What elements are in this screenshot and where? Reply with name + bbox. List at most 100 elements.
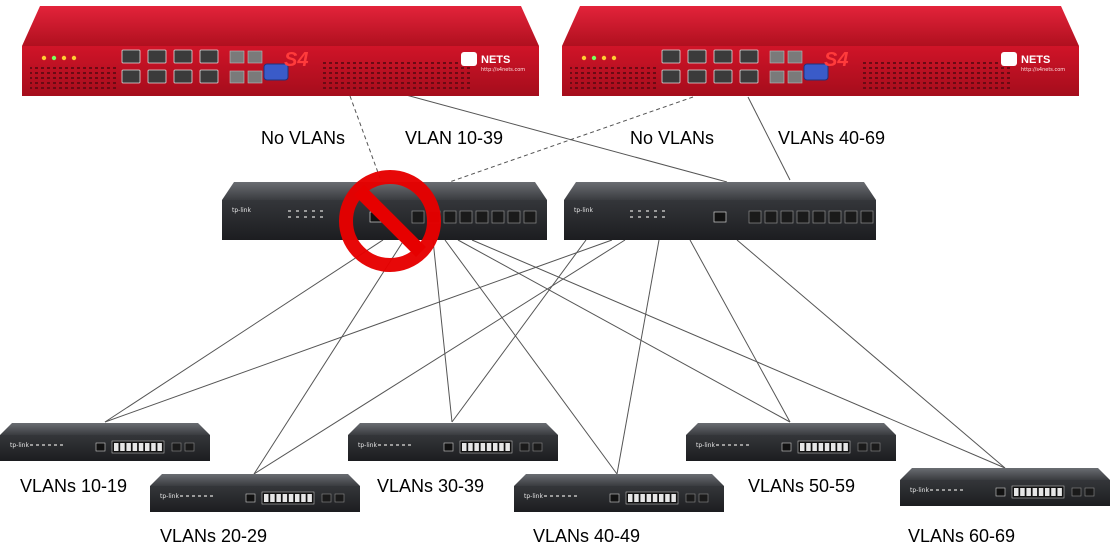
link-core-right-sw-20-29 [253, 239, 626, 475]
switch-brand: tp-link [910, 487, 929, 494]
sfp-port [812, 210, 826, 224]
sfp-port [229, 50, 245, 64]
brand-logo-mark [461, 52, 477, 66]
switch-brand: tp-link [10, 442, 29, 449]
ethernet-port [739, 69, 759, 84]
access-label-50-59: VLANs 50-59 [748, 476, 855, 496]
switch-brand: tp-link [358, 442, 377, 449]
sfp-port [860, 210, 874, 224]
link-core-right-sw-10-19 [104, 239, 613, 423]
ethernet-port [661, 69, 681, 84]
sfp-port [523, 210, 537, 224]
ethernet-port [173, 69, 193, 84]
access-switch: tp-link [686, 423, 896, 461]
core-switch: tp-link [564, 182, 876, 240]
access-label-60-69: VLANs 60-69 [908, 526, 1015, 546]
brand-logo: NETS [1021, 54, 1050, 66]
sfp-port [828, 210, 842, 224]
uplink-label-fw-left-core-right: VLAN 10-39 [405, 128, 503, 148]
ethernet-port-bank [111, 440, 165, 454]
sfp-port [491, 210, 505, 224]
ethernet-port-bank [625, 491, 679, 505]
link-core-left-sw-50-59 [457, 239, 791, 423]
ethernet-port-bank [261, 491, 315, 505]
vga-port [803, 63, 829, 81]
ethernet-port [713, 49, 733, 64]
ethernet-port [147, 69, 167, 84]
access-label-30-39: VLANs 30-39 [377, 476, 484, 496]
sfp-port [787, 50, 803, 64]
uplink-fw-left-core-left [349, 95, 381, 179]
status-led [71, 55, 77, 61]
status-led [41, 55, 47, 61]
sfp-port [787, 70, 803, 84]
ethernet-port-bank [797, 440, 851, 454]
uplink-fw-left-core-right [394, 91, 728, 183]
status-led [611, 55, 617, 61]
ethernet-port-bank [1011, 485, 1065, 499]
access-switch: tp-link [150, 474, 360, 512]
brand-logo-mark [1001, 52, 1017, 66]
access-label-20-29: VLANs 20-29 [160, 526, 267, 546]
access-switch: tp-link [0, 423, 210, 461]
prohibit-icon [339, 170, 441, 272]
sfp-port [247, 70, 263, 84]
sfp-port [769, 50, 785, 64]
ethernet-port [687, 69, 707, 84]
switch-brand: tp-link [696, 442, 715, 449]
sfp-port [748, 210, 762, 224]
uplink-label-fw-right-core-right: VLANs 40-69 [778, 128, 885, 148]
sfp-port [796, 210, 810, 224]
ethernet-port [199, 69, 219, 84]
access-switch: tp-link [900, 468, 1110, 506]
vga-port [263, 63, 289, 81]
link-core-left-sw-60-69 [471, 239, 1006, 469]
uplink-fw-right-core-right [747, 96, 791, 181]
ethernet-port [661, 49, 681, 64]
link-core-left-sw-10-19 [104, 239, 384, 423]
ethernet-port [687, 49, 707, 64]
switch-brand: tp-link [524, 493, 543, 500]
model-logo: S4 [284, 49, 308, 71]
status-led [51, 55, 57, 61]
sfp-port [844, 210, 858, 224]
status-led [601, 55, 607, 61]
console-port [713, 211, 727, 223]
sfp-port [475, 210, 489, 224]
sfp-port [247, 50, 263, 64]
sfp-port [443, 210, 457, 224]
switch-brand: tp-link [232, 207, 251, 214]
brand-url: http://s4nets.com [481, 67, 525, 73]
access-switch: tp-link [348, 423, 558, 461]
access-switch: tp-link [514, 474, 724, 512]
sfp-port [769, 70, 785, 84]
sfp-port [507, 210, 521, 224]
uplink-label-fw-right-core-left: No VLANs [630, 128, 714, 148]
sfp-port [764, 210, 778, 224]
model-logo: S4 [824, 49, 848, 71]
link-core-right-sw-30-39 [451, 239, 587, 423]
ethernet-port [713, 69, 733, 84]
status-led [581, 55, 587, 61]
uplink-fw-right-core-left [437, 96, 694, 187]
ethernet-port [147, 49, 167, 64]
uplink-label-fw-left-core-left: No VLANs [261, 128, 345, 148]
access-label-10-19: VLANs 10-19 [20, 476, 127, 496]
ethernet-port [173, 49, 193, 64]
brand-logo: NETS [481, 54, 510, 66]
link-core-left-sw-20-29 [253, 239, 405, 475]
ethernet-port [121, 69, 141, 84]
link-core-right-sw-50-59 [689, 239, 791, 423]
status-led [591, 55, 597, 61]
ethernet-port [121, 49, 141, 64]
sfp-port [411, 210, 425, 224]
ethernet-port-bank [459, 440, 513, 454]
links [104, 91, 1006, 475]
brand-url: http://s4nets.com [1021, 67, 1065, 73]
link-core-right-sw-40-49 [616, 239, 660, 475]
link-core-left-sw-40-49 [444, 239, 618, 475]
ethernet-port [199, 49, 219, 64]
sfp-port [229, 70, 245, 84]
